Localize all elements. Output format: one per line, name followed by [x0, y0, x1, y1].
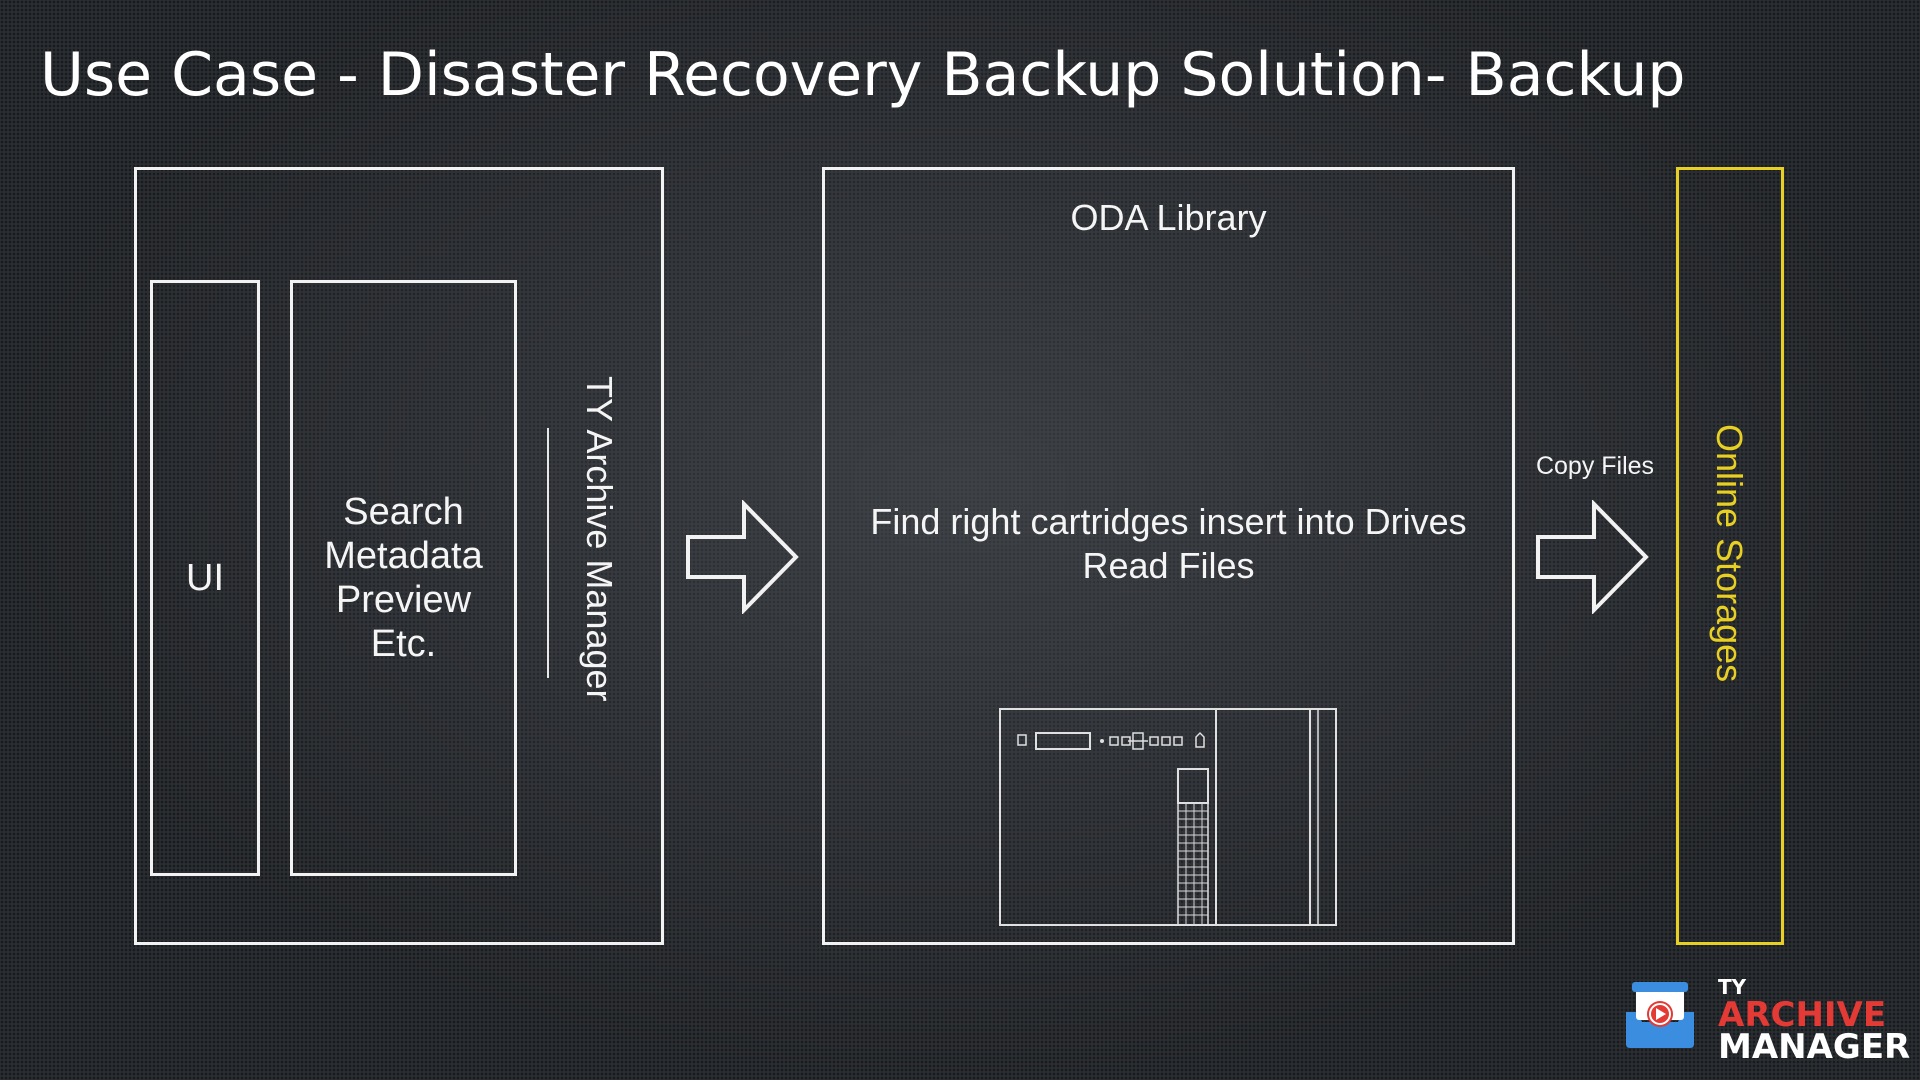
oda-description: Find right cartridges insert into Drives… — [822, 500, 1515, 588]
logo-archive-text: ARCHIVE — [1718, 995, 1887, 1035]
feature-etc: Etc. — [370, 623, 437, 665]
logo-manager-text: MANAGER — [1718, 1027, 1911, 1067]
ui-box: UI — [150, 280, 260, 876]
logo-text: TY ARCHIVE MANAGER — [1718, 975, 1911, 1067]
product-label-vertical: TY Archive Manager — [579, 376, 620, 702]
archive-manager-panel — [134, 167, 664, 945]
oda-library-panel — [822, 167, 1515, 945]
feature-preview: Preview — [335, 579, 472, 621]
features-box: Search Metadata Preview Etc. — [290, 280, 517, 876]
oda-description-line1: Find right cartridges insert into Drives — [870, 501, 1467, 542]
feature-metadata: Metadata — [324, 535, 483, 577]
right-arrow-icon-2 — [1536, 500, 1649, 614]
slide-title: Use Case - Disaster Recovery Backup Solu… — [40, 40, 1686, 110]
copy-files-label: Copy Files — [1535, 452, 1655, 480]
ui-label: UI — [186, 557, 224, 599]
divider-line — [547, 428, 549, 678]
online-storages-label: Online Storages — [1709, 424, 1750, 683]
feature-search: Search — [343, 491, 464, 533]
oda-library-title: ODA Library — [1070, 197, 1267, 238]
right-arrow-icon — [686, 500, 799, 614]
oda-description-line2: Read Files — [1082, 545, 1255, 586]
logo-ty-text: TY — [1718, 975, 1747, 999]
oda-library-device-icon — [999, 708, 1337, 926]
online-storages-panel — [1676, 167, 1784, 945]
archive-manager-logo-icon — [1626, 982, 1694, 1048]
